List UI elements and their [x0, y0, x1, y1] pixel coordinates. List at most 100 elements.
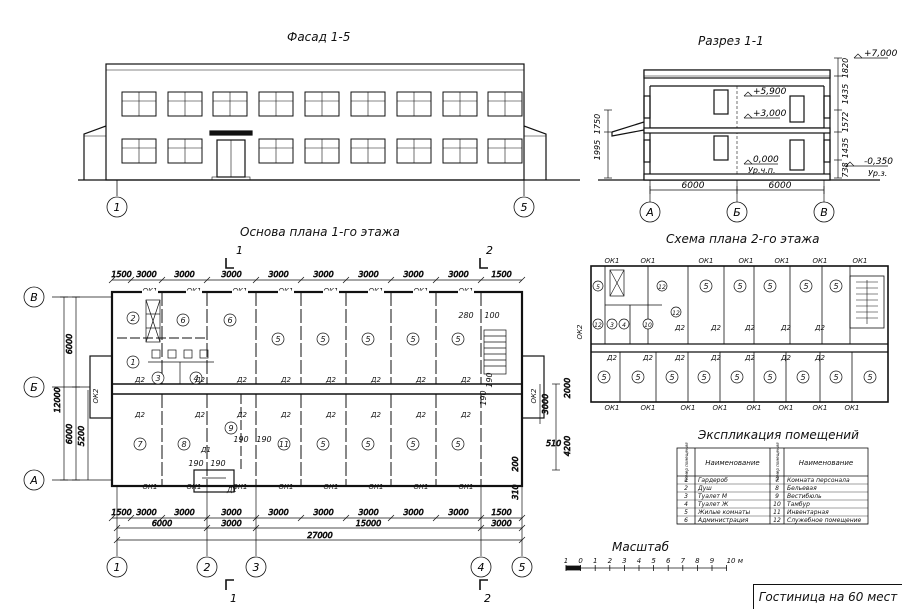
- axis-bubble-1-plan1: [106, 556, 128, 578]
- room-number-top: 2: [130, 314, 135, 323]
- scale-tick-label: 8: [695, 557, 700, 565]
- room-bubble: [223, 313, 237, 327]
- dim-mid-value: 3000: [221, 519, 241, 528]
- plan2-room-number-bottom: 5: [833, 373, 838, 382]
- scale-tick-label: 0: [578, 557, 583, 565]
- window-mark-bottom: ОК1: [187, 483, 202, 491]
- explication-cell-name: Душ: [697, 485, 712, 492]
- plan2-room-bubble: [763, 370, 777, 384]
- dim-bottom-value: 3000: [313, 508, 333, 517]
- room-bubble: [126, 355, 140, 369]
- facade-window: [350, 91, 386, 117]
- plan2-door-mark: Д2: [710, 354, 721, 362]
- plan2-window-mark-top: ОК1: [699, 257, 714, 265]
- cut-mark-1-bottom: 1: [230, 592, 237, 605]
- door-dim-1: 190: [233, 435, 248, 444]
- plan2-window-mark-top: ОК1: [853, 257, 868, 265]
- room-number-bottom: 9: [228, 424, 233, 433]
- room-bubble: [406, 437, 420, 451]
- plan2-room-bubble: [697, 370, 711, 384]
- section-dim-right-3: 1572: [841, 112, 850, 132]
- section-axis-a: А: [645, 206, 654, 219]
- explication-cell-name: Туалет Ж: [698, 501, 729, 508]
- dim-tick: [432, 276, 440, 284]
- section-span-1: 6000: [682, 181, 705, 191]
- door-mark-upper: Д2: [370, 376, 381, 384]
- axis-bubble-3-plan1: [245, 556, 267, 578]
- window-mark-bottom: ОК1: [369, 483, 384, 491]
- window-mark-ok2-left: ОК2: [92, 388, 100, 403]
- facade-window: [304, 138, 340, 164]
- plan2-room-bubble: [597, 370, 611, 384]
- scale-block: [565, 565, 582, 571]
- plan1-axis-lines: [52, 296, 560, 556]
- room-bubble: [176, 313, 190, 327]
- explication-cell-num: 5: [684, 509, 688, 516]
- plan2-room-number-top: 5: [803, 282, 808, 291]
- cut-mark-2-top: 2: [486, 244, 493, 257]
- room-bubble: [451, 332, 465, 346]
- plan2-room-number-left: 3: [610, 322, 614, 329]
- plan2-door-mark: Д2: [606, 354, 617, 362]
- scale-tick-label: 3: [622, 557, 626, 565]
- axis-bubble-v-plan1: [23, 286, 45, 308]
- plan2-window-mark-top: ОК1: [605, 257, 620, 265]
- dim-top-value: 3000: [136, 270, 156, 279]
- facade-window: [121, 91, 157, 117]
- dim-tick: [108, 514, 116, 522]
- door-mark-lower: Д2: [236, 411, 247, 419]
- plan2-room-bubble: [656, 280, 668, 292]
- plan2-room-number-bottom: 5: [767, 373, 772, 382]
- plan2-room-bubble: [592, 280, 604, 292]
- door-mark-upper: Д2: [415, 376, 426, 384]
- facade-window: [442, 91, 478, 117]
- window-mark-bottom: ОК1: [324, 483, 339, 491]
- explication-cell-num: 12: [773, 517, 781, 524]
- explication-cell-num: 1: [684, 477, 688, 484]
- section-level-zero: 0,000: [753, 155, 779, 165]
- cut-mark-1-top: 1: [236, 244, 243, 257]
- scale-tick-label: 1: [564, 557, 568, 565]
- axis-bubble-v-section: [813, 201, 835, 223]
- room-number-bottom: 5: [410, 440, 415, 449]
- dim-mid-value: 15000: [356, 519, 381, 528]
- plan2-room-bubble: [618, 318, 630, 330]
- room-number-top: 5: [410, 335, 415, 344]
- explication-cell-name: Туалет М: [698, 493, 728, 500]
- plan1-axis-3: 3: [253, 561, 260, 574]
- plan2-door-mark: Д2: [642, 354, 653, 362]
- axis-bubble-b-plan1: [23, 376, 45, 398]
- dim-top-value: 3000: [174, 270, 194, 279]
- plan2-door-mark: Д2: [674, 354, 685, 362]
- dim-tick: [108, 276, 116, 284]
- dim-bottom-value: 3000: [221, 508, 241, 517]
- window-mark-bottom: ОК1: [279, 483, 294, 491]
- plan1-axis-a: А: [29, 474, 38, 487]
- section-dim-right-1: 1820: [841, 58, 850, 78]
- plan2-window-mark-bottom: ОК1: [713, 404, 728, 412]
- dim-right-5: 200: [511, 456, 520, 471]
- room-number-top: 5: [320, 335, 325, 344]
- facade-windows: [121, 91, 523, 164]
- dim-left-mid-1: 6000: [65, 334, 74, 354]
- facade-title: Фасад 1-5: [287, 30, 351, 44]
- window-mark-bottom: ОК1: [143, 483, 158, 491]
- room-number-bottom: 11: [279, 440, 289, 449]
- section-level-ground: -0,350: [864, 157, 893, 167]
- facade-window: [487, 138, 523, 164]
- scale-title: Масштаб: [612, 540, 670, 554]
- scale-tick-label: 6: [666, 557, 671, 565]
- explication-cell-num: 3: [684, 493, 688, 500]
- plan1-axis-2: 2: [204, 561, 211, 574]
- plan2-room-number-left: 12: [672, 310, 680, 317]
- axis-bubble-2-plan1: [196, 556, 218, 578]
- door-mark-lower: Д2: [280, 411, 291, 419]
- section-level-floor2: +3,000: [753, 109, 787, 119]
- plan2-window-mark-bottom: ОК1: [845, 404, 860, 412]
- room-bubble: [126, 311, 140, 325]
- plan2-room-number-left: 4: [622, 322, 626, 329]
- plan2-room-number-bottom: 5: [800, 373, 805, 382]
- facade-window: [396, 91, 432, 117]
- explication-cell-num: 10: [773, 501, 781, 508]
